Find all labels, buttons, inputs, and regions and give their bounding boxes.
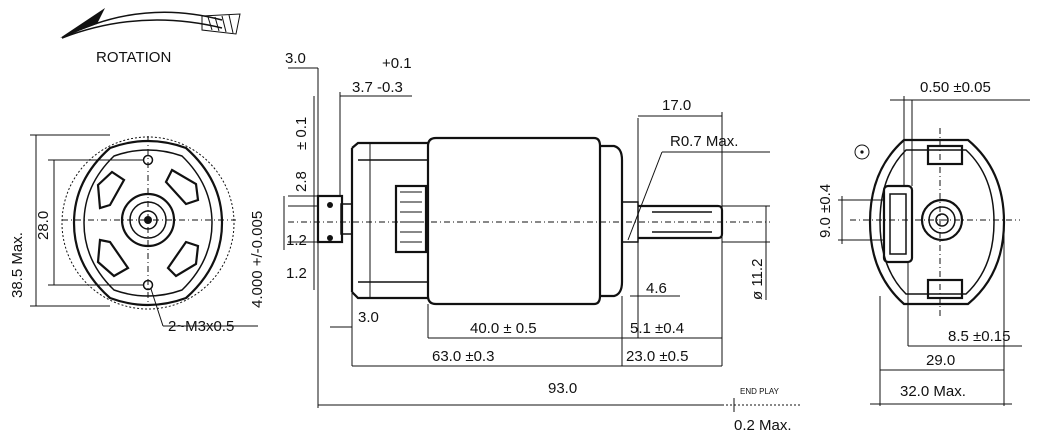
- dim-38-5: 38.5 Max.: [9, 232, 26, 298]
- dim-17-0: 17.0: [662, 97, 691, 114]
- dim-m3-thread: 2~M3x0.5: [168, 318, 234, 335]
- dim-63-0: 63.0 ±0.3: [432, 348, 494, 365]
- dim-23-0: 23.0 ±0.5: [626, 348, 688, 365]
- dim-29-0: 29.0: [926, 352, 955, 369]
- dim-3-7: 3.7 -0.3: [352, 79, 403, 96]
- rear-view: [838, 96, 1030, 406]
- rotation-arrow-icon: [60, 8, 241, 39]
- dim-40-0: 40.0 ± 0.5: [470, 320, 537, 337]
- end-play-label: END PLAY: [740, 387, 780, 396]
- dim-4-000: 4.000 +/-0.005: [249, 211, 266, 308]
- dim-2-8: 2.8: [293, 171, 310, 192]
- dim-11-2: ø 11.2: [749, 259, 766, 300]
- dim-0-1-vert: ± 0.1: [293, 117, 310, 150]
- dim-9-0: 9.0 ±0.4: [817, 184, 834, 238]
- dim-1-2-a: 1.2: [286, 232, 307, 249]
- dim-8-5: 8.5 ±0.15: [948, 328, 1010, 345]
- dim-28-0: 28.0: [35, 211, 52, 240]
- dim-0-50: 0.50 ±0.05: [920, 79, 991, 96]
- dim-1-2-b: 1.2: [286, 265, 307, 282]
- dim-4-6: 4.6: [646, 280, 667, 297]
- dim-tol-plus: +0.1: [382, 55, 412, 72]
- dim-3-0-top: 3.0: [285, 50, 306, 67]
- dim-0-2-max: 0.2 Max.: [734, 417, 792, 434]
- dim-93-0: 93.0: [548, 380, 577, 397]
- dim-r0-7: R0.7 Max.: [670, 133, 738, 150]
- front-view: [30, 134, 258, 327]
- rotation-label: ROTATION: [96, 49, 171, 66]
- dim-32-0: 32.0 Max.: [900, 383, 966, 400]
- dim-5-1: 5.1 ±0.4: [630, 320, 684, 337]
- dim-3-0-bottom: 3.0: [358, 309, 379, 326]
- side-view: [283, 67, 800, 412]
